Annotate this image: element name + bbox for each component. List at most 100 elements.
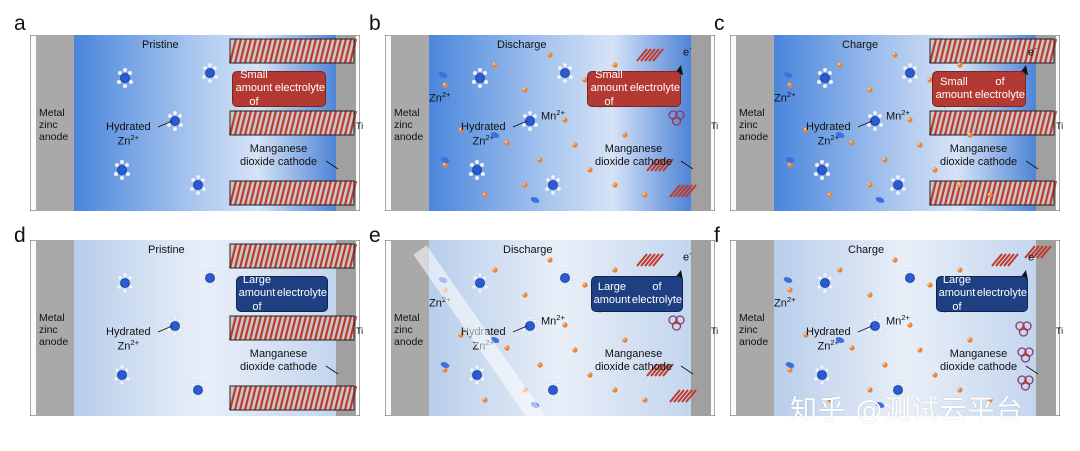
panel-title: Charge (842, 39, 879, 51)
cathode-slab-2 (928, 110, 1058, 136)
zn-ion-1 (783, 277, 793, 283)
ti-label: Ti (356, 326, 364, 336)
cathode-pointer (1025, 365, 1039, 375)
hydrated-zn-ion-2 (201, 62, 219, 84)
panel-letter-d: d (14, 224, 26, 247)
panel-title: Pristine (148, 244, 185, 256)
cathode-slab-1 (228, 243, 358, 269)
mn-ion-7 (803, 127, 809, 133)
mn-ion-15 (612, 387, 618, 393)
zn-label: Zn2+ (429, 90, 451, 105)
electron-label: e- (1028, 44, 1037, 59)
titanium-collector (691, 240, 711, 416)
panel-title: Discharge (497, 39, 547, 51)
mn-label: Mn2+ (541, 313, 566, 328)
hydrated-zn-ion-3 (866, 110, 884, 132)
mn-ion-8 (849, 140, 855, 146)
mn-ion-2 (492, 62, 498, 68)
mn-ion-20 (587, 372, 593, 378)
cathode-slab-3 (228, 385, 358, 411)
mn-ion-13 (827, 397, 833, 403)
hydrated-zn-ion-4 (468, 159, 486, 181)
mn-ion-12 (967, 337, 973, 343)
mn-ion-12 (622, 337, 628, 343)
mn-ion-16 (642, 192, 648, 198)
hydrated-zn-ion-2 (901, 267, 919, 289)
hydrated-zn-ion-5 (544, 174, 562, 196)
panel-letter-e: e (369, 224, 381, 247)
zn-label: Zn2+ (774, 295, 796, 310)
panel-letter-b: b (369, 12, 381, 35)
cathode-slab-2 (228, 315, 358, 341)
mn-ion-5 (582, 77, 588, 83)
mn-ion-6 (612, 62, 618, 68)
mn-ion-17 (787, 367, 793, 373)
mn-ion-14 (522, 387, 528, 393)
cathode-pointer (325, 160, 339, 170)
panel-title: Pristine (142, 39, 179, 51)
mn-ion-13 (482, 397, 488, 403)
watermark: 知乎 @测试云平台 (790, 395, 1024, 426)
hydrated-zn-ion-5 (889, 379, 907, 401)
mn-ion-16 (987, 192, 993, 198)
mn-ion-6 (612, 267, 618, 273)
panel-b-drawing (385, 35, 715, 211)
mn-ion-13 (827, 192, 833, 198)
mn-ion-15 (957, 182, 963, 188)
cathode-cluster-3 (1017, 375, 1034, 391)
cathode-fragment-2 (646, 158, 674, 172)
panel-title: Discharge (503, 244, 553, 256)
panel-d-drawing (30, 240, 360, 416)
mn-label: Mn2+ (541, 108, 566, 123)
mn-ion-2 (492, 267, 498, 273)
mn-ion-1 (442, 82, 448, 88)
cathode-fragment-1 (636, 48, 664, 62)
mn-ion-2 (837, 267, 843, 273)
mn-ion-14 (867, 387, 873, 393)
mn-ion-4 (547, 52, 553, 58)
cathode-pointer (680, 365, 694, 375)
mn-ion-1 (787, 287, 793, 293)
mn-ion-9 (537, 157, 543, 163)
mn-ion-17 (442, 367, 448, 373)
mn-ion-18 (907, 322, 913, 328)
mn-ion-4 (892, 257, 898, 263)
mn-ion-18 (562, 117, 568, 123)
zinc-anode (36, 35, 74, 211)
mn-ion-10 (917, 142, 923, 148)
zn-ion-2 (785, 362, 795, 368)
hydrated-zn-ion-4 (113, 364, 131, 386)
ti-label: Ti (1056, 326, 1064, 336)
zn-label: Zn2+ (774, 90, 796, 105)
zn-ion-4 (530, 197, 540, 203)
hydrated-pointer (157, 325, 173, 333)
mn-ion-17 (442, 162, 448, 168)
mn-ion-5 (582, 282, 588, 288)
electron-label: e- (1028, 249, 1037, 264)
zinc-anode (391, 35, 429, 211)
panel-letter-c: c (714, 12, 725, 35)
watermark-slash-2 (929, 0, 1080, 27)
cathode-fragment-1 (636, 253, 664, 267)
mn-ion-7 (458, 127, 464, 133)
cathode-pointer (680, 160, 694, 170)
zinc-anode (736, 240, 774, 416)
mn-ion-3 (522, 292, 528, 298)
hydrated-zn-ion-5 (189, 379, 207, 401)
